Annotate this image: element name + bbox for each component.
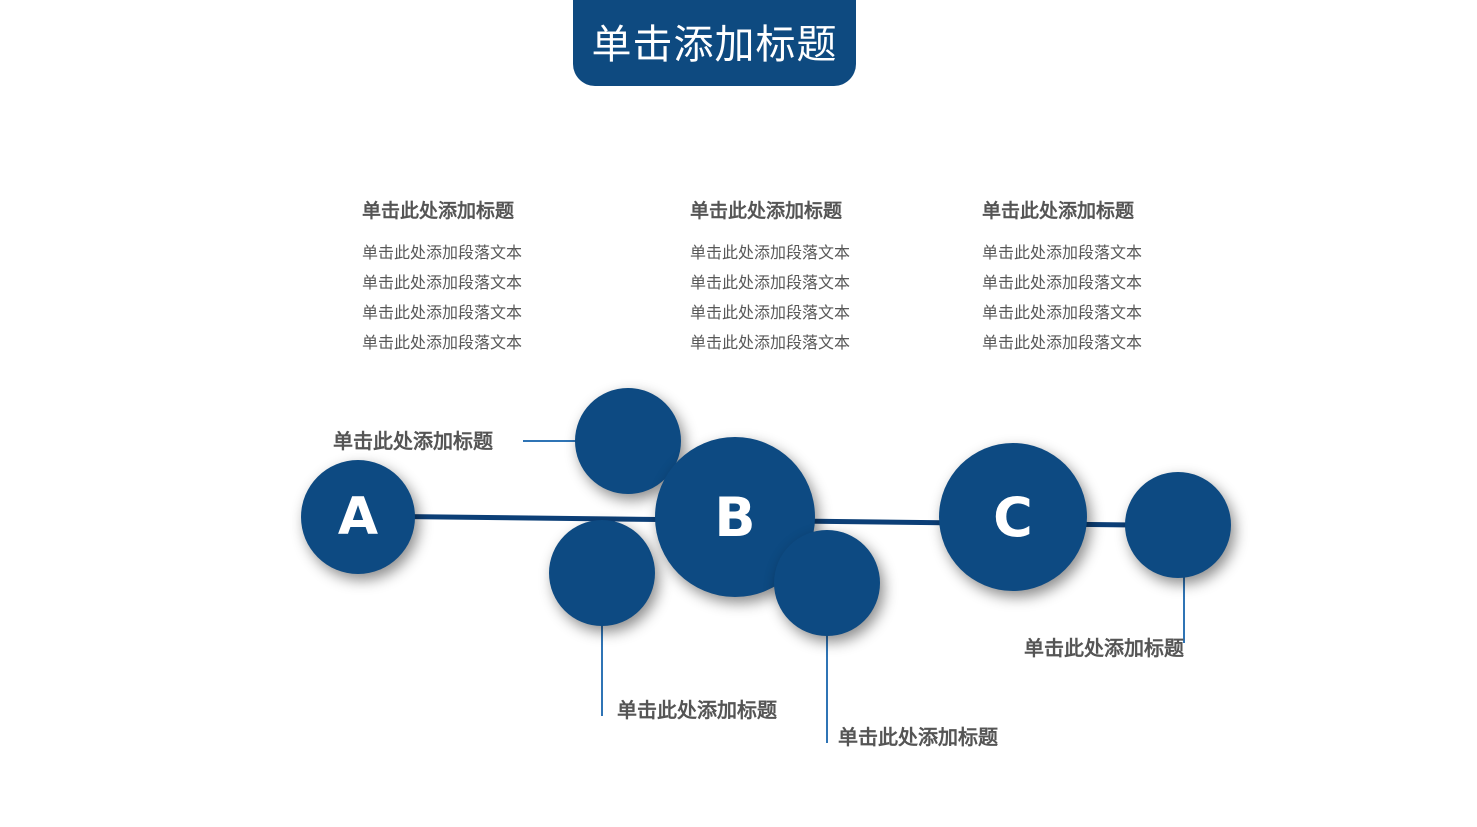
label-right[interactable]: 单击此处添加标题 <box>1024 636 1184 660</box>
column-paragraph-line[interactable]: 单击此处添加段落文本 <box>362 303 523 322</box>
column-paragraph-line[interactable]: 单击此处添加段落文本 <box>362 273 523 292</box>
label-bottom-middle[interactable]: 单击此处添加标题 <box>838 725 998 749</box>
column-paragraph-line[interactable]: 单击此处添加段落文本 <box>982 333 1143 352</box>
label-bottom-left[interactable]: 单击此处添加标题 <box>617 698 777 722</box>
column-paragraph-line[interactable]: 单击此处添加段落文本 <box>690 333 851 352</box>
column-paragraph-line[interactable]: 单击此处添加段落文本 <box>690 273 851 292</box>
satellite-circle-bottom-right[interactable] <box>774 530 880 636</box>
column-paragraph-line[interactable]: 单击此处添加段落文本 <box>982 243 1143 262</box>
column-paragraph-line[interactable]: 单击此处添加段落文本 <box>362 333 523 352</box>
node-c-letter: C <box>993 485 1033 549</box>
node-a-circle[interactable]: A <box>301 460 415 574</box>
column-title[interactable]: 单击此处添加标题 <box>690 200 843 222</box>
slide-title-tab[interactable]: 单击添加标题 <box>573 0 856 86</box>
node-a-letter: A <box>337 487 379 547</box>
leader-line-bottom-left <box>601 622 603 716</box>
text-column-2: 单击此处添加标题 单击此处添加段落文本 单击此处添加段落文本 单击此处添加段落文… <box>690 196 890 358</box>
leader-line-top-left <box>523 440 578 442</box>
slide-title[interactable]: 单击添加标题 <box>591 22 838 68</box>
column-paragraph-line[interactable]: 单击此处添加段落文本 <box>690 243 851 262</box>
leader-line-bottom-middle <box>826 633 828 743</box>
text-column-1: 单击此处添加标题 单击此处添加段落文本 单击此处添加段落文本 单击此处添加段落文… <box>362 196 562 358</box>
satellite-circle-bottom-left[interactable] <box>549 520 655 626</box>
satellite-circle-top[interactable] <box>575 388 681 494</box>
column-paragraph-line[interactable]: 单击此处添加段落文本 <box>690 303 851 322</box>
column-paragraph-line[interactable]: 单击此处添加段落文本 <box>362 243 523 262</box>
column-title[interactable]: 单击此处添加标题 <box>362 200 515 222</box>
text-column-3: 单击此处添加标题 单击此处添加段落文本 单击此处添加段落文本 单击此处添加段落文… <box>982 196 1182 358</box>
satellite-circle-right[interactable] <box>1125 472 1231 578</box>
label-top-left[interactable]: 单击此处添加标题 <box>333 429 493 453</box>
node-c-circle[interactable]: C <box>939 443 1087 591</box>
column-paragraph-line[interactable]: 单击此处添加段落文本 <box>982 303 1143 322</box>
leader-line-right <box>1183 575 1185 643</box>
column-title[interactable]: 单击此处添加标题 <box>982 200 1135 222</box>
column-paragraph-line[interactable]: 单击此处添加段落文本 <box>982 273 1143 292</box>
node-b-letter: B <box>714 485 756 549</box>
